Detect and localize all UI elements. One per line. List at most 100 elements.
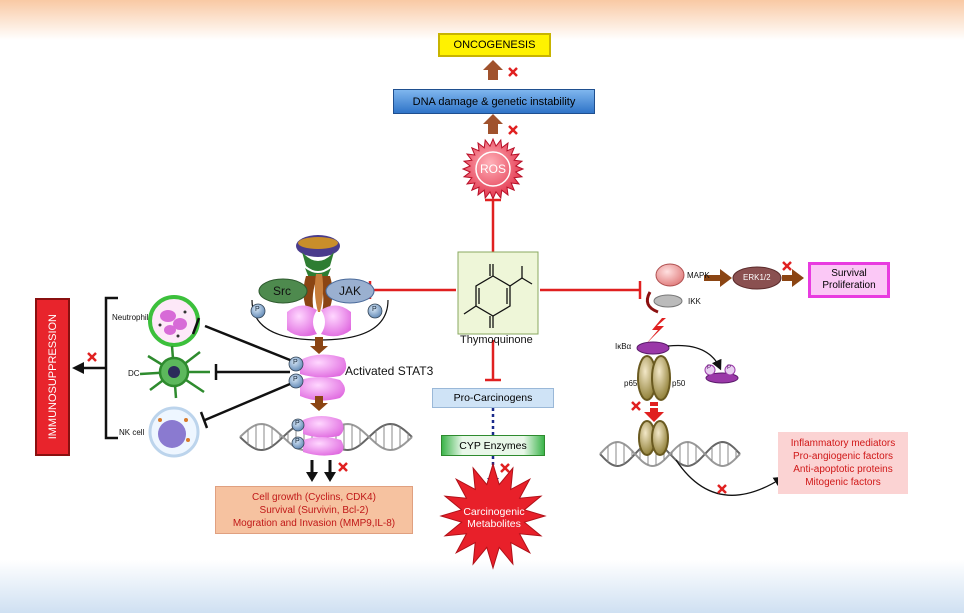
- p-ikba-label-1: P: [707, 365, 712, 371]
- stat3-activated-dimer: [300, 354, 347, 401]
- ikba-label: IκBα: [615, 342, 632, 351]
- erk-label: ERK1/2: [743, 273, 771, 282]
- phospho-p-ikba-2: [724, 364, 736, 376]
- p50-bound: [651, 420, 669, 456]
- nk-label: NK cell: [119, 428, 145, 437]
- stat3-outcome-arrows: [306, 460, 336, 482]
- dc-label: DC: [128, 369, 140, 378]
- down-arrow-a: [310, 337, 328, 354]
- pro-carcinogens-label: Pro-Carcinogens: [453, 392, 533, 404]
- tq-inhibit-ros: [485, 198, 501, 252]
- ikba-release-arrow: [667, 344, 722, 371]
- stat3-outcome-1: Cell growth (Cyclins, CDK4): [252, 491, 376, 503]
- mapk-label: MAPK: [687, 271, 710, 280]
- up-arrow-1: [483, 60, 503, 80]
- mapk-node: [655, 263, 685, 287]
- p-label-5: P: [295, 420, 300, 427]
- stat3-dna-bound: [303, 416, 344, 456]
- ikk-node: [653, 294, 683, 308]
- survival-line2: Proliferation: [822, 280, 876, 291]
- pro-carcinogens-box: Pro-Carcinogens: [432, 388, 554, 408]
- phospho-p-3: [288, 356, 304, 372]
- down-arrow-b: [310, 396, 328, 411]
- p-label-4: P: [293, 376, 298, 383]
- immune-bracket: [84, 296, 118, 440]
- phospho-p-ikba-1: [704, 364, 716, 376]
- immunosuppression-box: IMMUNOSUPPRESSION: [35, 298, 70, 456]
- carcinogenic-metabolites-burst: [439, 462, 547, 570]
- nfkb-outcome-1: Inflammatory mediators: [790, 438, 896, 449]
- thymoquinone-structure-box: [457, 251, 539, 335]
- phospho-p-6: [291, 436, 305, 450]
- stat3-outcomes-box: Cell growth (Cyclins, CDK4) Survival (Su…: [215, 486, 413, 534]
- p-label-6: P: [295, 438, 300, 445]
- block-mark-2: [508, 125, 518, 135]
- nfkb-outcome-4: Mitogenic factors: [805, 477, 881, 488]
- phospho-p-5: [291, 418, 305, 432]
- cell-membrane-receptor: [296, 235, 340, 312]
- block-mark-immune: [87, 352, 97, 362]
- metabolites-line2: Metabolites: [467, 518, 521, 530]
- erk-node: [732, 266, 782, 290]
- p-label-2: P: [372, 306, 377, 313]
- src-kinase: [258, 278, 308, 304]
- nfkb-outcome-2: Pro-angiogenic factors: [792, 451, 894, 462]
- tq-inhibit-mapk: [540, 281, 642, 299]
- nfkb-transcription-arrow: [675, 459, 785, 496]
- phospho-p-1: [250, 303, 266, 319]
- neutrophil-label: Neutrophil: [112, 313, 149, 322]
- nfkb-outcomes-box: Inflammatory mediators Pro-angiogenic fa…: [778, 432, 908, 494]
- up-arrow-2: [483, 114, 503, 134]
- stat3-inactive: [287, 305, 351, 337]
- block-mark-erk: [782, 261, 792, 271]
- ikba-protein: [636, 341, 670, 355]
- erk-survival-arrow: [782, 269, 804, 287]
- phospho-p-2: [367, 303, 383, 319]
- p65-label: p65: [624, 379, 638, 388]
- metabolites-label: Carcinogenic Metabolites: [458, 506, 530, 530]
- phospho-p-4: [288, 373, 304, 389]
- stat3-inhibit-immune: [191, 317, 291, 429]
- neutrophil-cell: [148, 295, 200, 347]
- mapk-erk-arrow: [704, 269, 732, 287]
- ikk-label: IKK: [688, 297, 701, 306]
- immunosuppression-arrow: [72, 362, 84, 374]
- ros-label: ROS: [480, 162, 507, 176]
- dna-damage-box: DNA damage & genetic instability: [393, 89, 595, 114]
- p50-label: p50: [672, 379, 686, 388]
- thymoquinone-structure: [463, 264, 533, 328]
- dendritic-cell: [139, 345, 210, 399]
- tq-inhibit-stat3: [368, 281, 456, 299]
- oncogenesis-label: ONCOGENESIS: [453, 39, 536, 51]
- block-mark-stat3: [338, 462, 348, 472]
- mapk-ikk-curve: [645, 291, 659, 314]
- jak-label: JAK: [339, 284, 362, 298]
- block-mark-1: [508, 67, 518, 77]
- block-mark-nfkb: [631, 401, 641, 411]
- stat3-outcome-3: Mogration and Invasion (MMP9,IL-8): [232, 517, 396, 529]
- tq-inhibit-procarcinogens: [485, 340, 501, 382]
- nfkb-outcome-3: Anti-apoptotic proteins: [793, 464, 893, 475]
- src-label: Src: [273, 284, 291, 298]
- cyp-box: CYP Enzymes: [441, 435, 545, 456]
- metabolites-line1: Carcinogenic: [463, 506, 525, 518]
- nk-cell: [148, 406, 200, 458]
- p-ikba-label-2: P: [727, 365, 732, 371]
- p50-subunit: [651, 355, 671, 401]
- p-label-1: P: [255, 306, 260, 313]
- survival-line1: Survival: [831, 268, 867, 279]
- thymoquinone-label: Thymoquinone: [460, 334, 533, 346]
- block-mark-transcription: [717, 484, 727, 494]
- cyp-label: CYP Enzymes: [459, 439, 527, 452]
- jak-kinase: [325, 278, 375, 304]
- lightning-activation: [646, 318, 666, 344]
- dna-helix-right: [599, 440, 741, 468]
- block-mark-cyp: [500, 463, 510, 473]
- immunosuppression-label: IMMUNOSUPPRESSION: [46, 314, 59, 440]
- p-label-3: P: [293, 359, 298, 366]
- oncogenesis-box: ONCOGENESIS: [438, 33, 551, 57]
- activated-stat3-label: Activated STAT3: [345, 364, 434, 378]
- stat3-outcome-2: Survival (Survivin, Bcl-2): [259, 504, 369, 516]
- nfkb-translocation-arrow: [644, 402, 664, 422]
